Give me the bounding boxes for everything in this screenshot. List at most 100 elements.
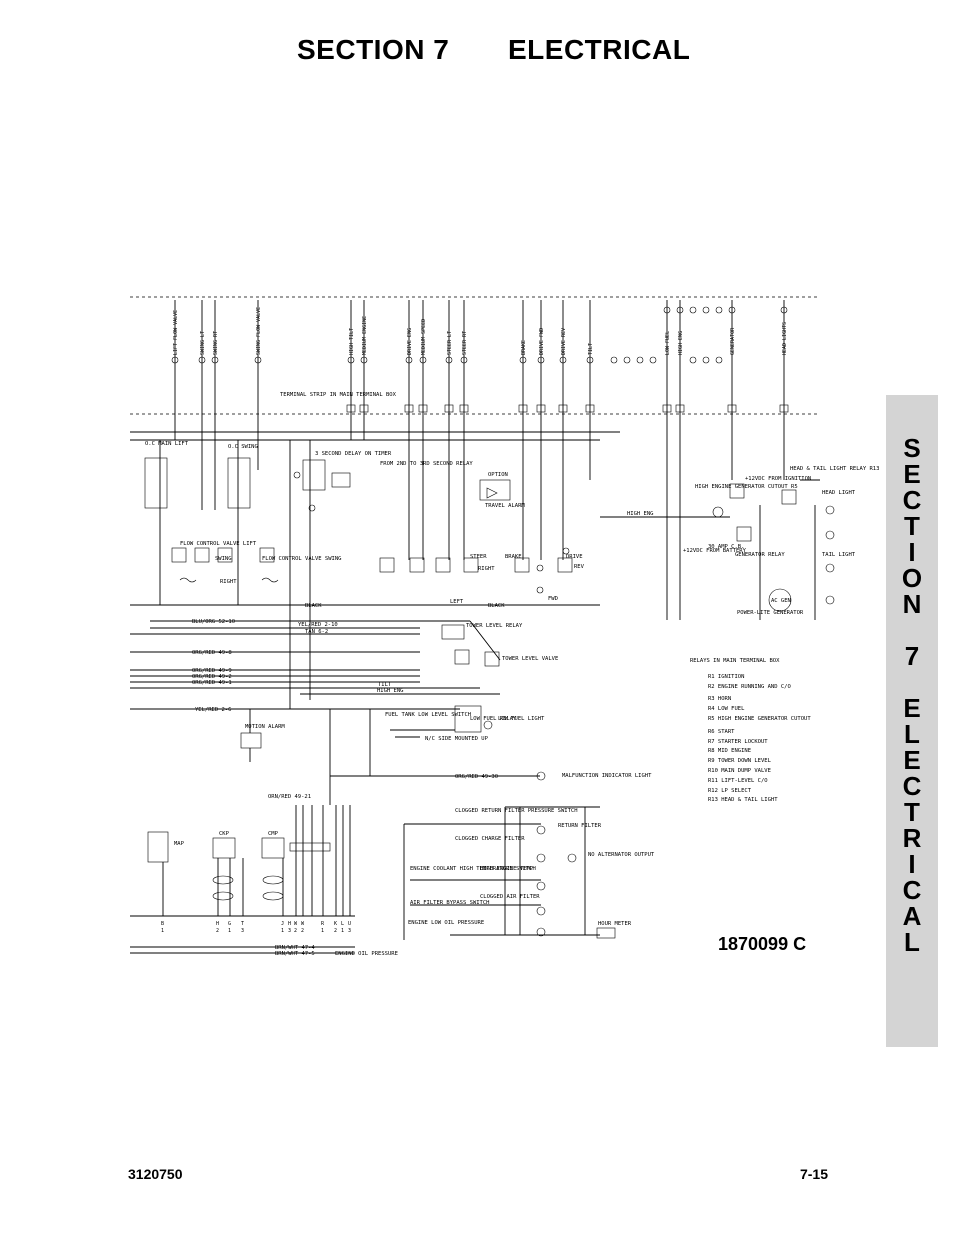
side-tab-letter: R bbox=[902, 823, 922, 853]
diagram-labels: TERMINAL STRIP IN MAIN TERMINAL BOX 3 SE… bbox=[145, 392, 879, 957]
top-connector-label: HIGH TILT bbox=[349, 328, 355, 355]
label-second-delay: 3 SECOND DELAY ON TIMER bbox=[315, 451, 392, 457]
label-wire-2-6: YEL/RED 2-6 bbox=[195, 707, 231, 713]
label-wire-47-4: BRN/WHT 47-4 bbox=[275, 945, 315, 951]
generator-region bbox=[712, 479, 820, 620]
label-wire-47-5: BRN/WHT 47-5 bbox=[275, 951, 315, 957]
side-tab-letter: A bbox=[902, 901, 922, 931]
section-number: SECTION 7 bbox=[297, 34, 450, 65]
side-tab-letter: E bbox=[903, 745, 921, 775]
side-tab-letter: L bbox=[904, 719, 920, 749]
relay-row: R6 START bbox=[708, 729, 735, 735]
label-power-gen: POWER-LITE GENERATOR bbox=[737, 610, 804, 616]
label-oc-main-lift: O.C MAIN LIFT bbox=[145, 441, 189, 447]
side-tab-letter bbox=[886, 669, 938, 695]
label-from-2nd: FROM 2ND TO 3RD SECOND RELAY bbox=[380, 461, 473, 467]
label-wire-49-8: ORG/RED 49-8 bbox=[192, 650, 232, 656]
label-wire-tan: TAN 6-2 bbox=[305, 629, 328, 635]
ecm-pin-label: 1 bbox=[341, 928, 344, 934]
side-tab-letter: L bbox=[904, 927, 920, 957]
top-connector-label: STEER LT bbox=[447, 331, 453, 355]
label-steer: STEER bbox=[470, 554, 487, 560]
ecm-pin-label: 1 bbox=[228, 928, 231, 934]
tower-level-relay bbox=[441, 620, 501, 667]
label-fwd: FWD bbox=[548, 596, 558, 602]
label-swing: SWING bbox=[215, 556, 232, 562]
label-tower-level-valve: TOWER LEVEL VALVE bbox=[502, 656, 558, 662]
label-oil-pressure: ENGINE LOW OIL PRESSURE bbox=[408, 920, 484, 926]
ecm-pin-label: K bbox=[334, 921, 337, 927]
ecm-pin-label: B bbox=[161, 921, 164, 927]
label-air-filter-sw: AIR FILTER BYPASS SWITCH bbox=[410, 900, 489, 906]
label-ckp: CKP bbox=[219, 831, 230, 837]
top-connector-label: DRIVE FWD bbox=[539, 328, 545, 355]
ecm-pin-label: H bbox=[216, 921, 219, 927]
label-right: RIGHT bbox=[220, 579, 237, 585]
label-low-fuel-light: LOW FUEL LIGHT bbox=[498, 716, 545, 722]
label-left: LEFT bbox=[450, 599, 464, 605]
label-fuel-tank: FUEL TANK LOW LEVEL SWITCH bbox=[385, 712, 471, 718]
ecm-pin-label: 1 bbox=[281, 928, 284, 934]
motion-alarm bbox=[240, 709, 262, 762]
top-connector-wires bbox=[174, 300, 785, 620]
label-cb: 30 AMP C.B. bbox=[708, 544, 744, 550]
ecm-pin-label: 3 bbox=[241, 928, 244, 934]
label-clogged-air-filter: CLOGGED AIR FILTER bbox=[480, 894, 540, 900]
label-gen-relay: GENERATOR RELAY bbox=[735, 552, 785, 558]
label-return-filter: RETURN FILTER bbox=[558, 823, 602, 829]
label-travel-alarm: TRAVEL ALARM bbox=[485, 503, 525, 509]
label-terminal-strip: TERMINAL STRIP IN MAIN TERMINAL BOX bbox=[280, 392, 397, 398]
label-tail-light: TAIL LIGHT bbox=[822, 552, 856, 558]
label-wire-49-9: ORG/RED 49-9 bbox=[192, 668, 232, 674]
top-connector-label: BRAKE bbox=[521, 340, 527, 355]
label-from-battery: +12VDC FROM BATTERY bbox=[683, 548, 747, 554]
low-fuel-region bbox=[390, 705, 493, 738]
side-tab-letter: 7 bbox=[904, 641, 920, 671]
ecm-pin-label: 2 bbox=[334, 928, 337, 934]
label-head-light: HEAD LIGHT bbox=[822, 490, 856, 496]
label-hour-meter: HOUR METER bbox=[598, 921, 632, 927]
drawing-number: 1870099 C bbox=[718, 934, 807, 954]
ecm-pin-label: W bbox=[301, 921, 305, 927]
side-tab-letter: T bbox=[904, 797, 920, 827]
label-high-eng: HIGH ENG bbox=[627, 511, 654, 517]
middle-relays bbox=[379, 479, 573, 594]
label-head-tail-relay: HEAD & TAIL LIGHT RELAY R13 bbox=[790, 466, 879, 472]
relay-row: R7 STARTER LOCKOUT bbox=[708, 739, 768, 745]
ecm-sensors bbox=[147, 709, 371, 916]
indicator-lights bbox=[403, 771, 616, 940]
relay-row: R3 HORN bbox=[708, 696, 731, 702]
label-flow-valve-lift: FLOW CONTROL VALVE LIFT bbox=[180, 541, 257, 547]
top-connector-label: GENERATOR bbox=[730, 327, 736, 355]
relay-row: R8 MID ENGINE bbox=[708, 748, 751, 754]
relay-row: R11 LIFT-LEVEL C/O bbox=[708, 778, 768, 784]
label-malfunction: MALFUNCTION INDICATOR LIGHT bbox=[562, 773, 652, 779]
side-tab-letter: E bbox=[903, 693, 921, 723]
relay-row: R10 MAIN DUMP VALVE bbox=[708, 768, 771, 774]
label-cmp: CMP bbox=[268, 831, 279, 837]
ecm-pin-label: 3 bbox=[288, 928, 291, 934]
label-wire-52-10: BLU/ORG 52-10 bbox=[192, 619, 235, 625]
label-high-eng-2: HIGH ENG bbox=[377, 688, 404, 694]
label-coolant: ENGINE COOLANT HIGH TEMPERATURE SWITCH bbox=[410, 866, 536, 872]
label-rev: REV bbox=[574, 564, 585, 570]
ecm-pin-label: 1 bbox=[321, 928, 324, 934]
side-tab-letter: C bbox=[902, 485, 922, 515]
relay-row: R2 ENGINE RUNNING AND C/O bbox=[708, 684, 791, 690]
side-tab-letter: I bbox=[908, 537, 916, 567]
side-tab-letter: C bbox=[902, 875, 922, 905]
top-connector-label: MEDIUM ENGINE bbox=[362, 316, 368, 355]
side-tab-letter: T bbox=[904, 511, 920, 541]
ecm-pin-label: H bbox=[288, 921, 291, 927]
label-engine-oil-pressure: ENGINE OIL PRESSURE bbox=[335, 951, 398, 957]
label-wire-49-30: ORG/RED 49-30 bbox=[455, 774, 498, 780]
ecm-pin-label: J bbox=[281, 921, 284, 927]
side-tab-letter: O bbox=[901, 563, 923, 593]
label-from-ign: +12VDC FROM IGNITION bbox=[745, 476, 811, 482]
label-charge-filter: CLOGGED CHARGE FILTER bbox=[455, 836, 525, 842]
top-connector-circles bbox=[171, 306, 788, 364]
ecm-pin-label: U bbox=[348, 921, 351, 927]
